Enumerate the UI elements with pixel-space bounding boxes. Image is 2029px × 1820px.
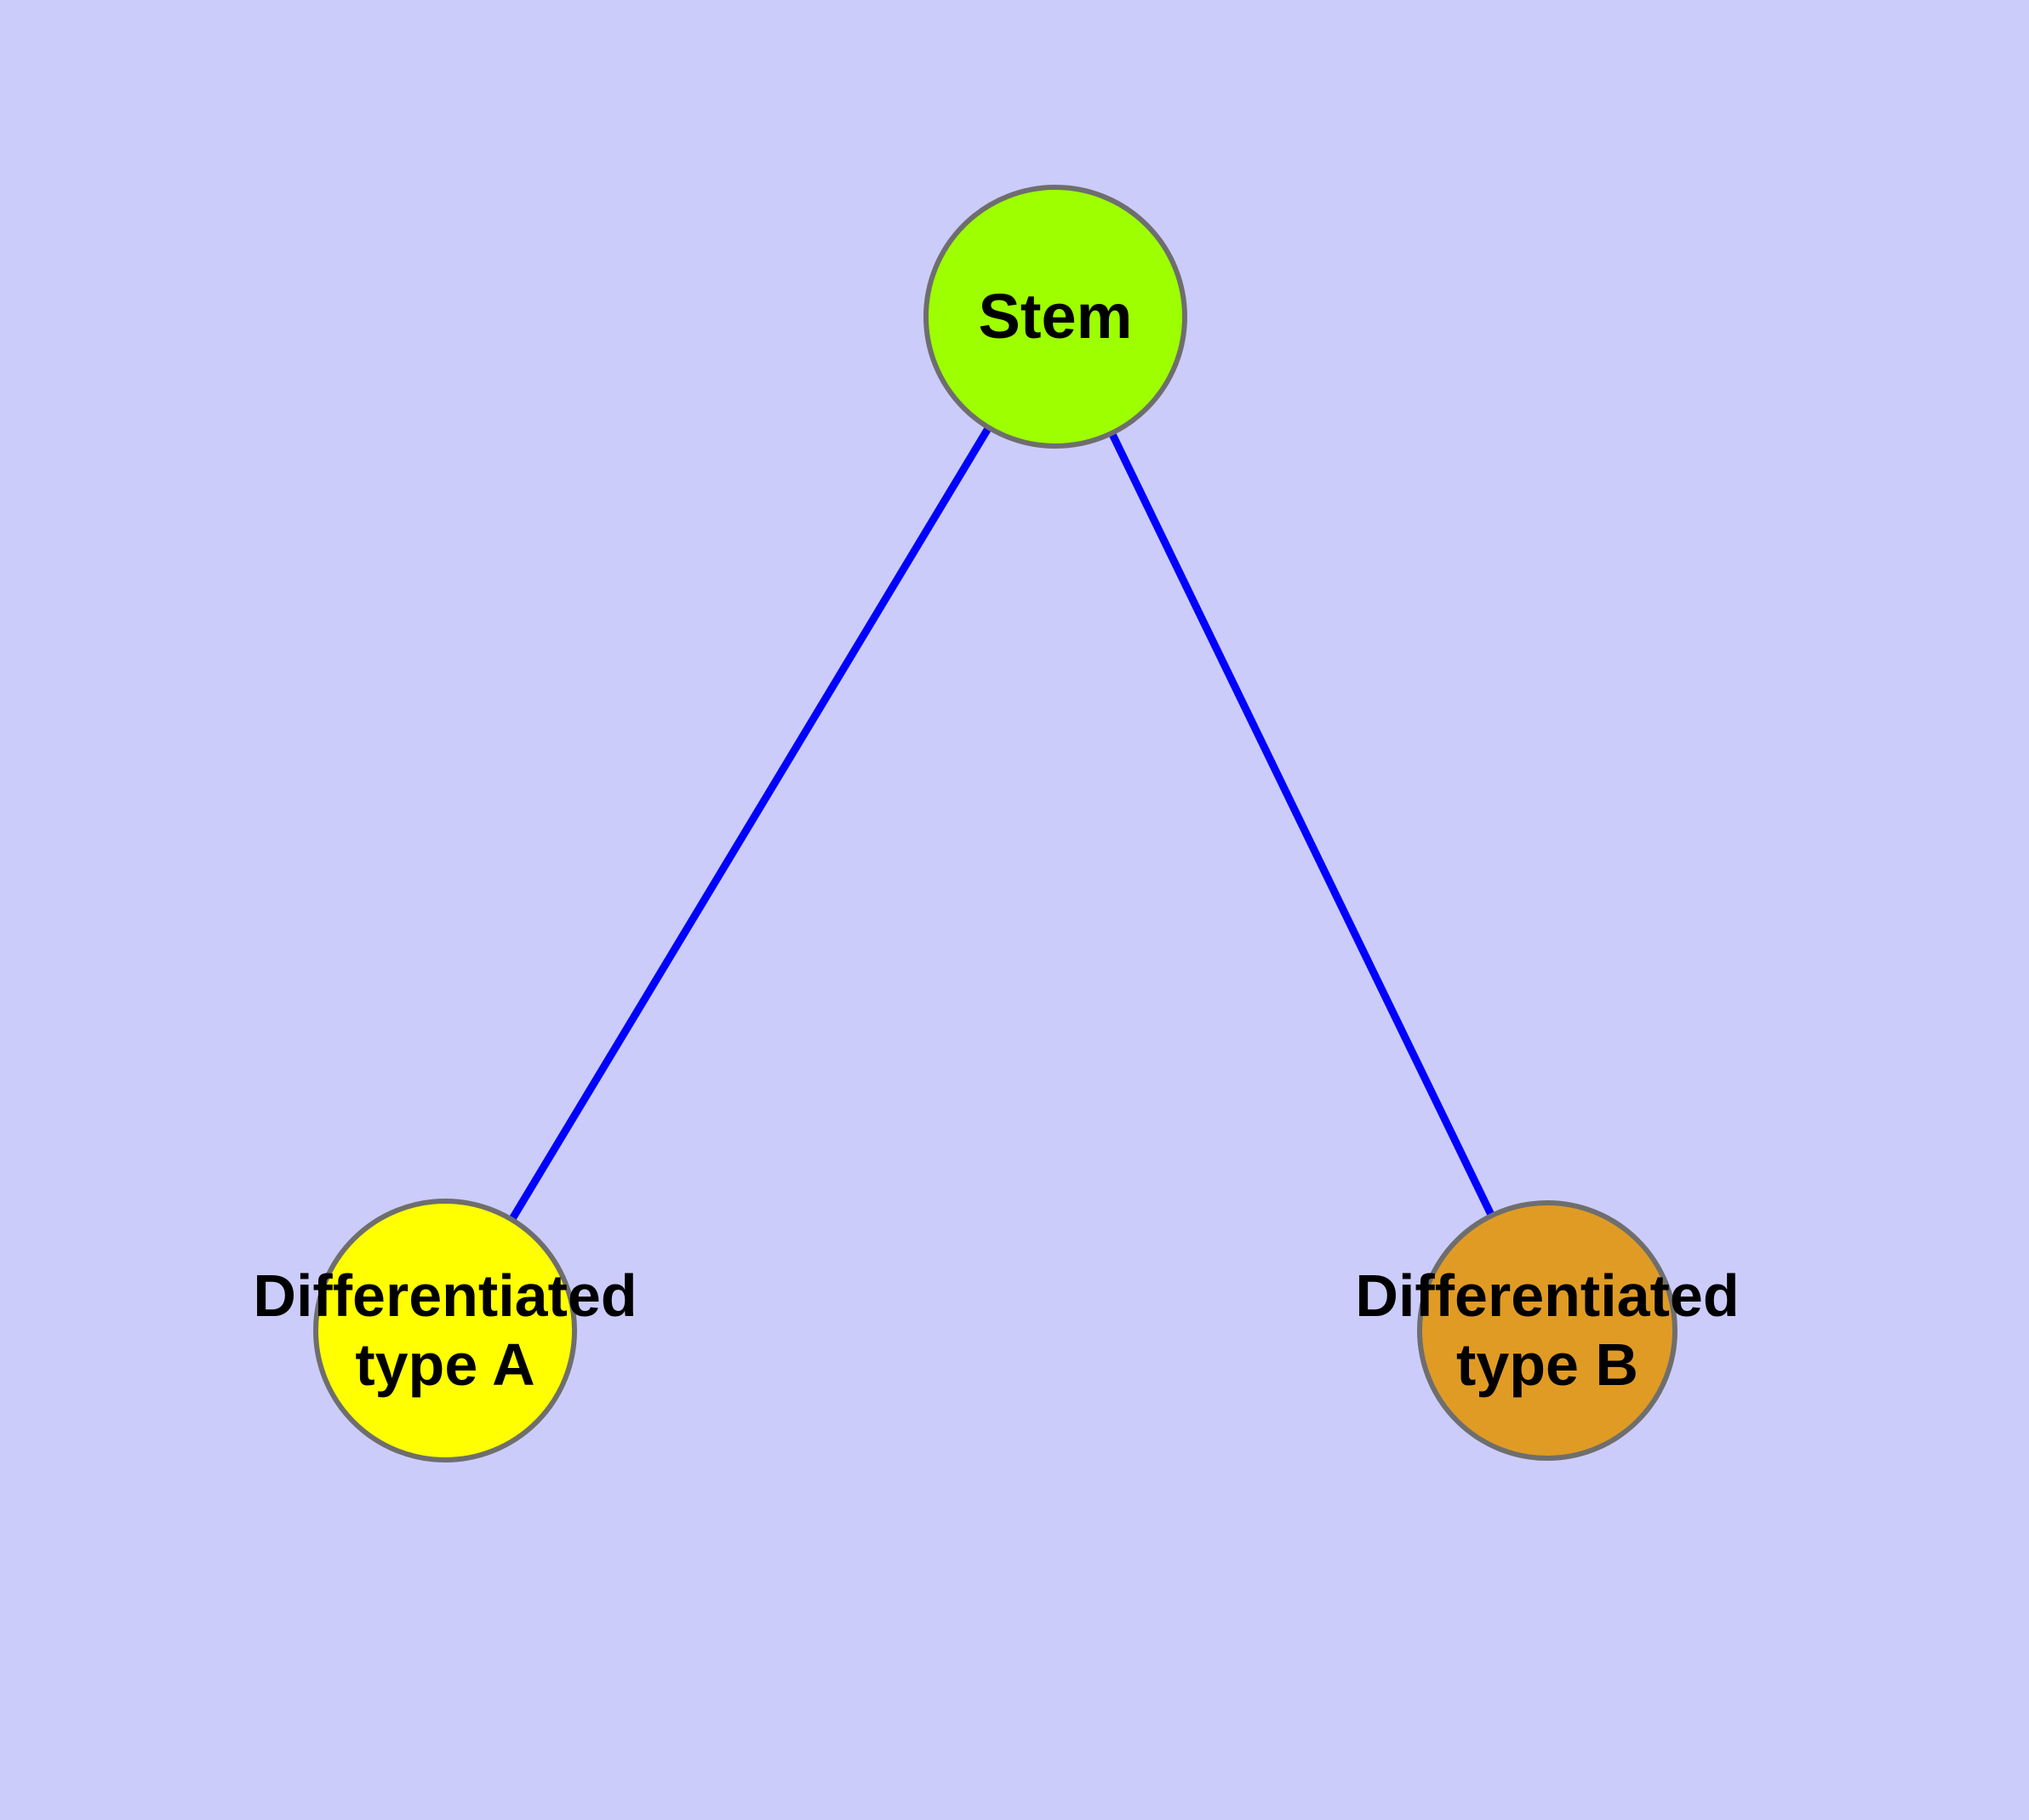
edge-layer (442, 314, 1552, 1333)
node-differentiated-type-b[interactable] (1417, 1200, 1677, 1461)
node-stem[interactable] (923, 185, 1187, 449)
node-layer (313, 185, 1677, 1462)
edge-stem-to-differentiated-type-a (442, 314, 1059, 1333)
node-differentiated-type-a[interactable] (313, 1199, 577, 1462)
edge-stem-to-differentiated-type-b (1051, 315, 1552, 1332)
